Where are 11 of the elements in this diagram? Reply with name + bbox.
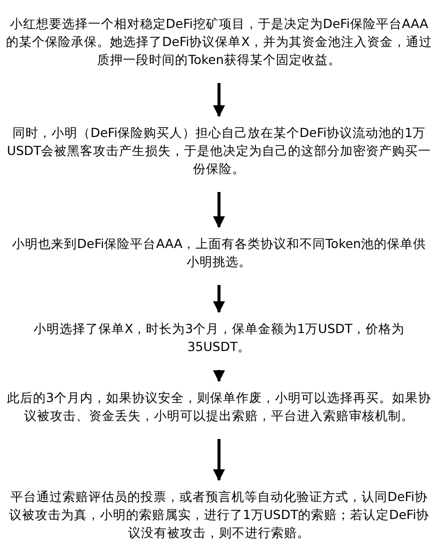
step-text: 小明也来到DeFi保险平台AAA，上面有各类协议和不同Token池的保单供小明挑选。	[11, 235, 427, 271]
arrow	[213, 285, 225, 314]
arrow	[213, 370, 225, 382]
step-text: 小红想要选择一个相对稳定DeFi挖矿项目，于是决定为DeFi保险平台AAA的某个保险承保。她选择了DeFi协议保单X，并为其资金池注入资金，通过质押一段时间的Token获得某个固定收益。	[6, 15, 432, 69]
step-text: 平台通过索赔评估员的投票，或者预言机等自动化验证方式，认同DeFi协议被攻击为真，小明的索赔属实，进行了1万USDT的索赔；若认定DeFi协议没有被攻击，则不进行索赔。	[8, 488, 430, 542]
arrow	[213, 83, 225, 118]
arrow	[213, 439, 225, 482]
arrow	[213, 192, 225, 228]
step-text: 同时，小明（DeFi保险购买人）担心自己放在某个DeFi协议流动池的1万USDT会被黑客攻击产生损失，于是他决定为自己的这部分加密资产购买一份保险。	[6, 124, 432, 178]
step-text: 小明选择了保单X，时长为3个月，保单金额为1万USDT，价格为35USDT。	[32, 320, 406, 356]
step-text: 此后的3个月内，如果协议安全，则保单作废，小明可以选择再买。如果协议被攻击、资金丢失，小明可以提出索赔，平台进入索赔审核机制。	[6, 389, 432, 425]
